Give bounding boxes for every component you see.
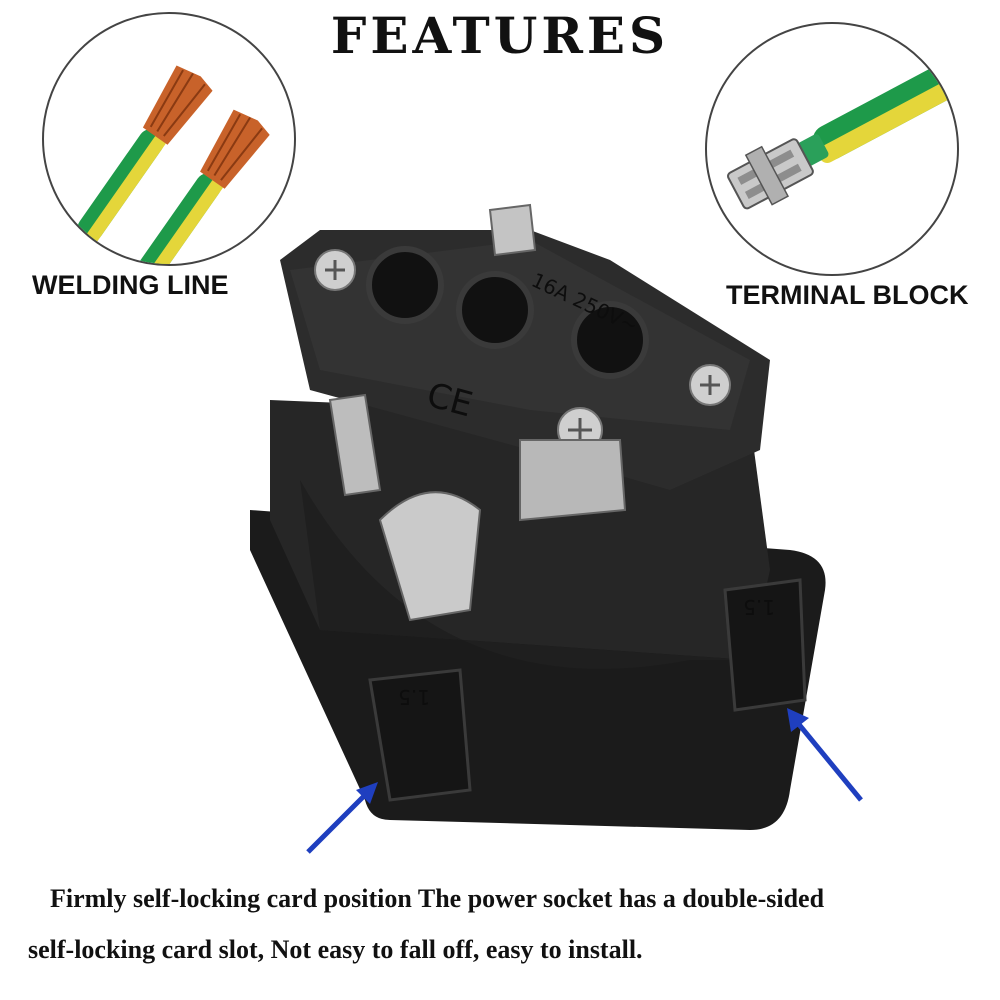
spade-terminal-icon	[727, 50, 957, 210]
terminal-block-image	[705, 22, 959, 276]
description-line-1: Firmly self-locking card position The po…	[50, 884, 825, 913]
page-title: FEATURES	[330, 6, 670, 65]
power-socket-image: 16A 250V~ CE 1.5 1.5	[230, 190, 850, 844]
welding-line-label: WELDING LINE	[32, 270, 229, 300]
description-line-2: self-locking card slot, Not easy to fall…	[28, 935, 643, 964]
slot-mark-left: 1.5	[398, 685, 430, 709]
iec-power-socket-photo: 16A 250V~ CE 1.5 1.5	[250, 203, 826, 830]
welding-line-image	[42, 12, 296, 266]
slot-mark-right: 1.5	[743, 595, 775, 619]
terminal-block-label: TERMINAL BLOCK	[726, 280, 969, 310]
stranded-copper-wire-icon	[77, 65, 270, 264]
arrow-right-icon	[787, 708, 863, 802]
arrow-left-icon	[306, 782, 378, 854]
